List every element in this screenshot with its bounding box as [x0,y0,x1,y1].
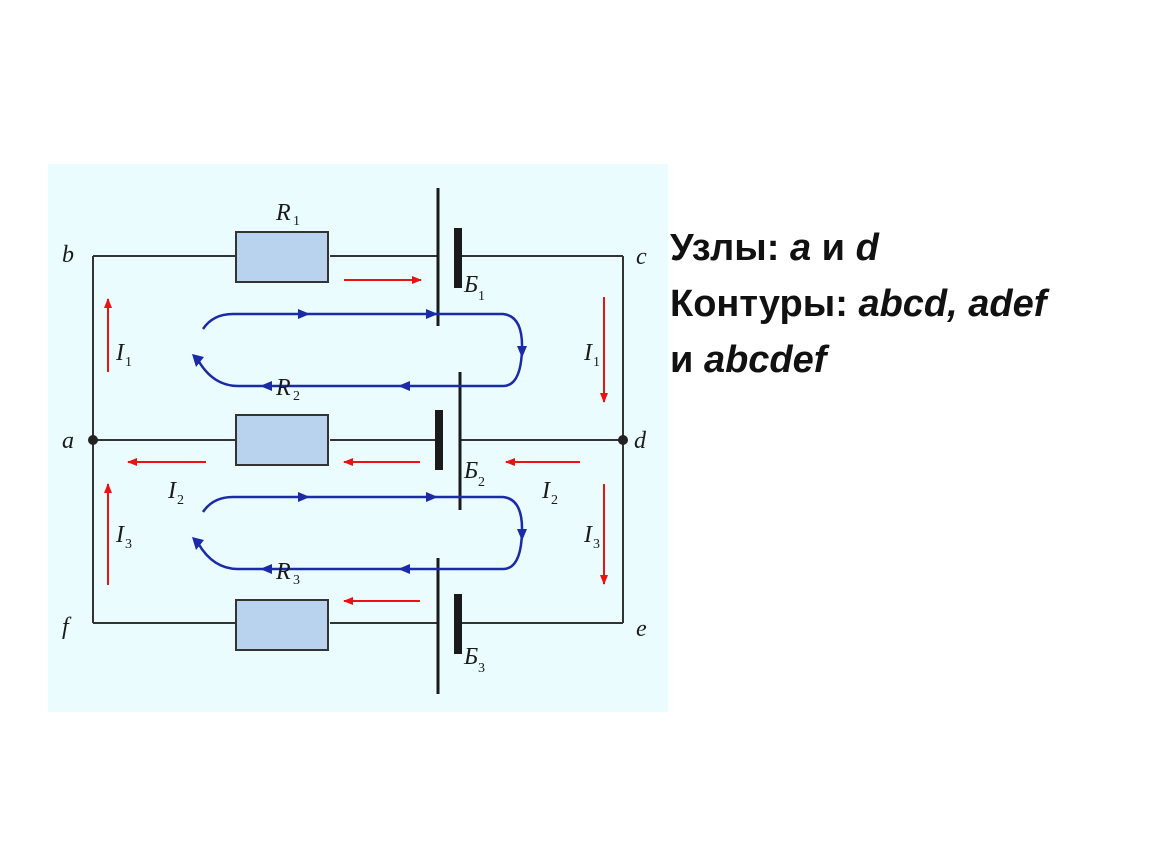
resistor-r1 [235,231,329,283]
junction-d [618,435,628,445]
node-label-d: d [634,428,647,454]
current-label-i1-left: I 1 [115,340,132,370]
resistor-label-r1: R 1 [275,200,300,229]
battery-b1 [436,188,462,326]
node-label-a: a [62,428,74,454]
current-arrows [104,276,608,605]
resistor-label-r2: R 2 [275,375,300,404]
svg-text:I: I [115,522,125,548]
svg-text:2: 2 [293,389,300,404]
battery-label-b1: Б 1 [463,272,485,304]
resistor-r3 [235,599,329,651]
nodes-line: Узлы: a и d [670,220,1140,276]
contour-adef: adef [968,283,1047,325]
svg-text:I: I [583,340,593,366]
circuit-diagram: b c a d f e R 1 R 2 R 3 Б 1 Б 2 Б 3 [48,164,668,712]
current-label-i1-right: I 1 [583,340,600,370]
junction-a [88,435,98,445]
svg-text:Б: Б [463,458,478,484]
contour-abcd: abcd [858,283,948,325]
node-label-f: f [62,614,72,640]
svg-text:R: R [275,375,291,401]
svg-text:I: I [115,340,125,366]
contours-line-2: и abcdef [670,332,1140,388]
nodes-and: и [821,227,846,269]
diagram-background [48,164,668,712]
svg-text:3: 3 [125,537,132,552]
contours-and: и [670,339,694,381]
svg-text:I: I [583,522,593,548]
loop-arrowheads [192,309,527,574]
node-d-text: d [855,227,879,269]
svg-text:I: I [541,478,551,504]
current-label-i3-left: I 3 [115,522,132,552]
svg-text:I: I [167,478,177,504]
contour-comma: , [947,283,958,325]
svg-text:3: 3 [478,661,485,676]
svg-text:Б: Б [463,272,478,298]
svg-text:2: 2 [478,475,485,490]
resistor-r2 [235,414,329,466]
svg-text:3: 3 [593,537,600,552]
battery-label-b3: Б 3 [463,644,485,676]
contours-label: Контуры: [670,283,848,325]
node-a-text: a [789,227,812,269]
svg-text:2: 2 [177,493,184,508]
svg-text:1: 1 [293,214,300,229]
battery-b2 [435,372,462,510]
svg-text:Б: Б [463,644,478,670]
current-label-i3-right: I 3 [583,522,600,552]
current-label-i2-right: I 2 [541,478,558,508]
contours-line: Контуры: abcd, adef [670,276,1140,332]
svg-text:1: 1 [478,289,485,304]
contour-abcdef: abcdef [703,339,827,381]
resistor-label-r3: R 3 [275,559,300,588]
svg-text:1: 1 [125,355,132,370]
wires [92,255,624,624]
svg-text:R: R [275,559,291,585]
nodes-label: Узлы: [670,227,780,269]
battery-b3 [436,558,462,694]
svg-text:2: 2 [551,493,558,508]
node-label-e: e [636,616,647,642]
caption-text: Узлы: a и d Контуры: abcd, adef и abcdef [670,220,1140,388]
svg-text:R: R [275,200,291,226]
node-label-b: b [62,242,74,268]
svg-text:1: 1 [593,355,600,370]
battery-label-b2: Б 2 [463,458,485,490]
current-label-i2-left: I 2 [167,478,184,508]
node-label-c: c [636,244,647,270]
svg-text:3: 3 [293,573,300,588]
